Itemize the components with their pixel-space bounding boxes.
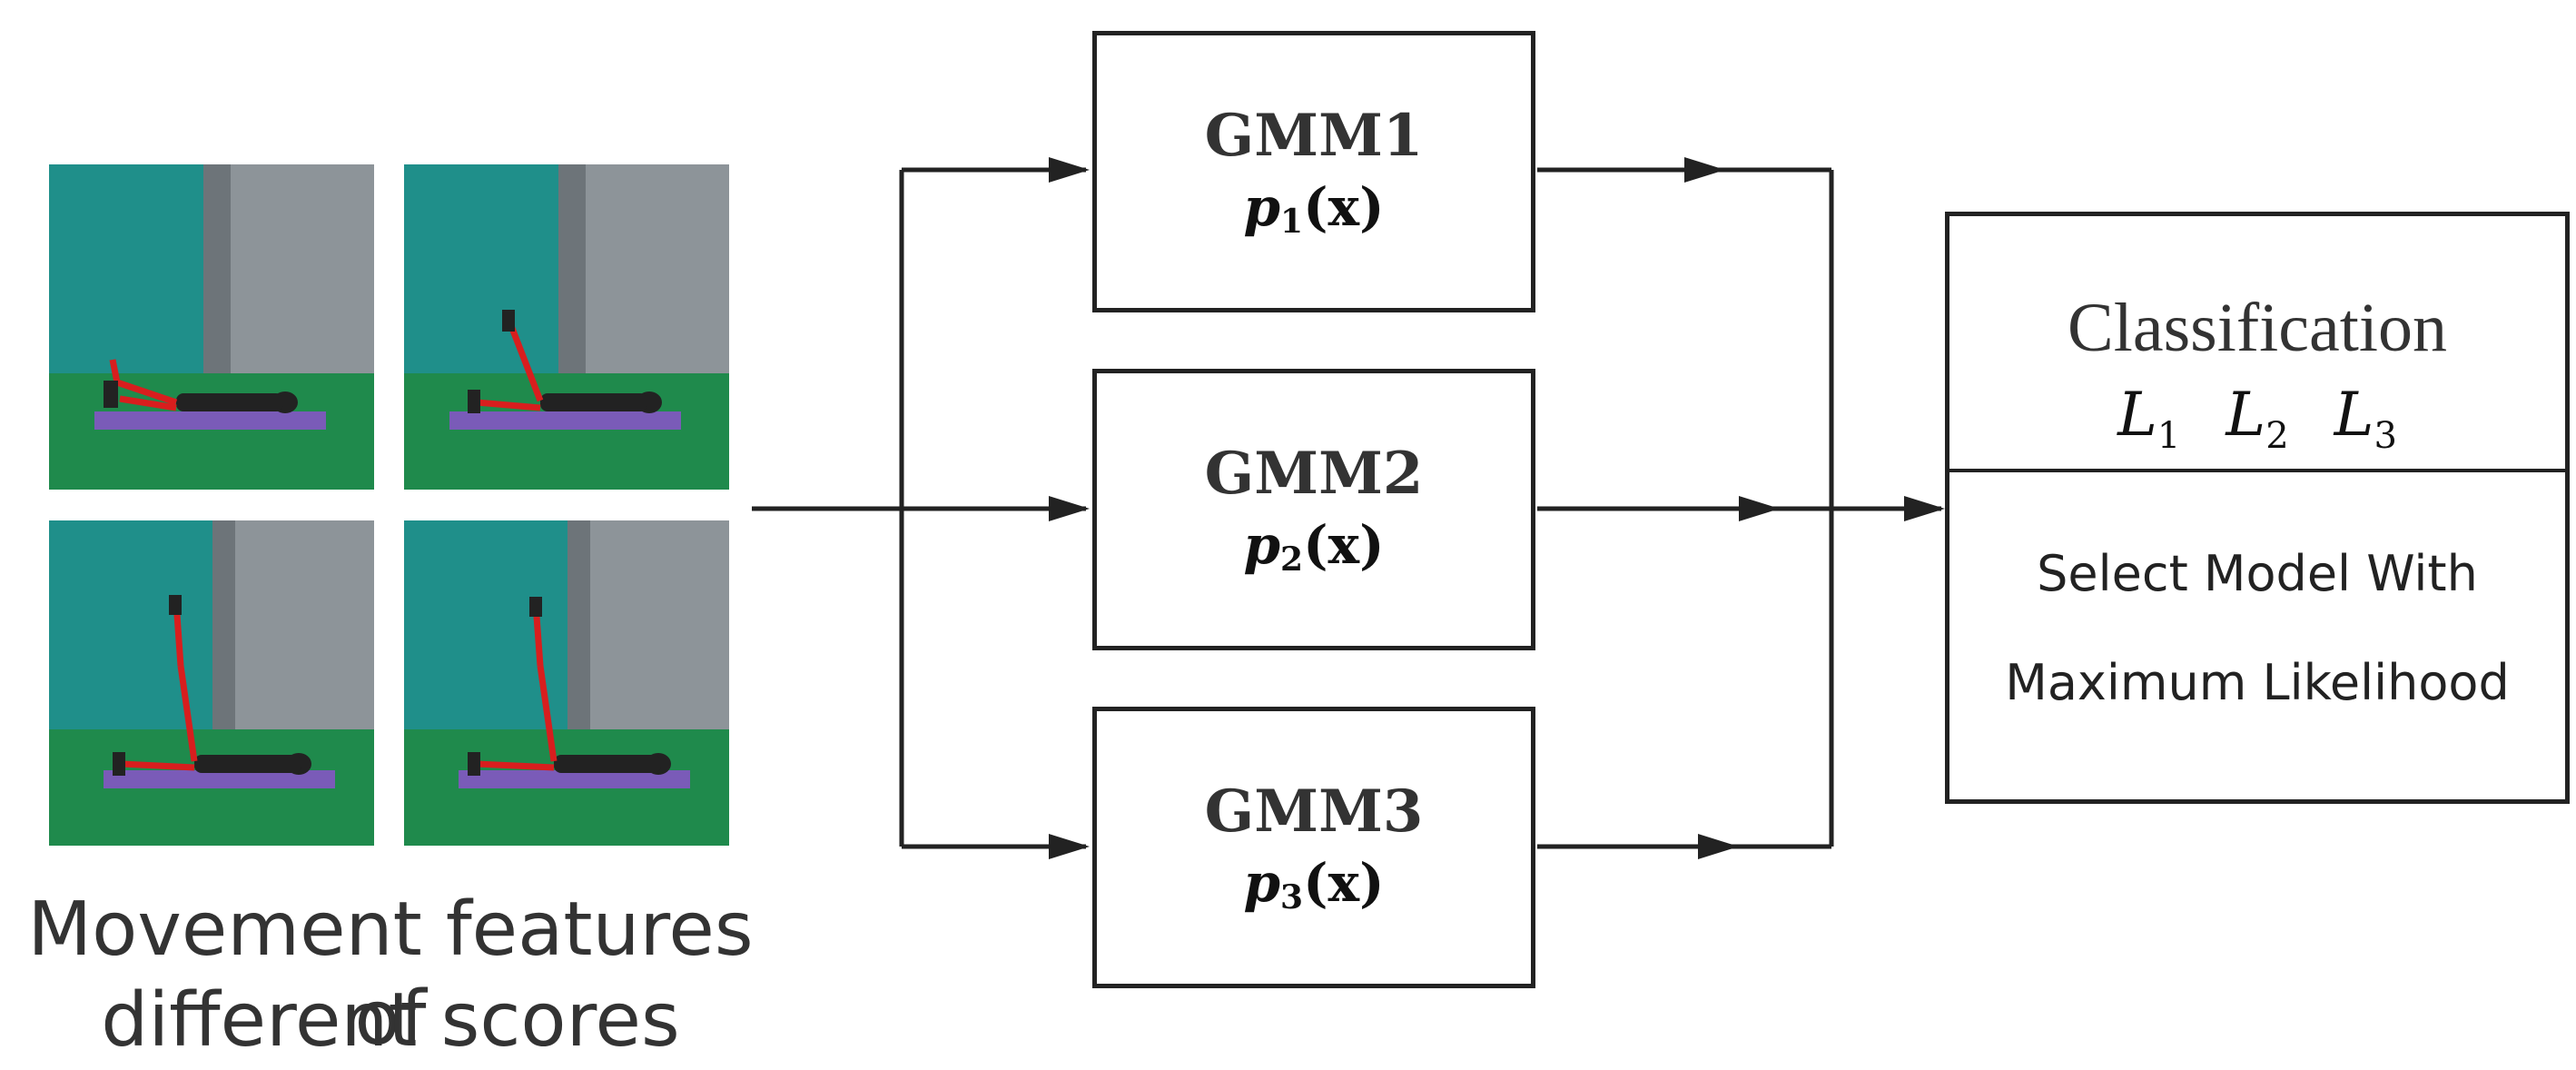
exercise-photo-1 [49,164,374,490]
class-labels: L1 L2 L3 [1949,380,2565,457]
gmm2-title: GMM2 [1204,440,1424,509]
classification-rule: Select Model With Maximum Likelihood [1949,472,2565,799]
classification-title: Classification [2068,290,2447,366]
exercise-photo-2 [404,164,729,490]
exercise-photo-4 [404,520,729,846]
label-L2: L2 [2226,380,2289,457]
classification-rule-line1: Select Model With [2037,545,2478,602]
exercise-photo-leg-raise-high-icon [49,520,374,846]
exercise-photo-3 [49,520,374,846]
arrowhead-gmm1-in [1049,157,1090,183]
classification-header: Classification L1 L2 L3 [1949,216,2565,472]
gmm2-formula: p2(x) [1243,514,1385,579]
classification-rule-line2: Maximum Likelihood [2005,654,2510,711]
arrowhead-gmm2-out [1739,496,1780,521]
classification-box: Classification L1 L2 L3 Select Model Wit… [1945,212,2570,804]
arrowhead-gmm3-out [1698,834,1739,859]
gmm3-box: GMM3 p3(x) [1092,707,1535,988]
images-caption-line1: Movement features of [27,887,754,1063]
gmm1-formula: p1(x) [1243,176,1385,241]
arrowhead-classification-in [1904,496,1945,521]
exercise-photo-leg-raise-mid-icon [404,164,729,490]
arrowhead-gmm3-in [1049,834,1090,859]
exercise-photo-leg-raise-high-alt-icon [404,520,729,846]
images-caption-line2: different scores [101,977,680,1064]
label-L1: L1 [2117,380,2181,457]
gmm3-title: GMM3 [1204,778,1424,847]
gmm2-box: GMM2 p2(x) [1092,369,1535,650]
gmm3-formula: p3(x) [1243,852,1385,916]
gmm1-title: GMM1 [1204,102,1424,171]
exercise-photo-leg-raise-low-icon [49,164,374,490]
gmm1-box: GMM1 p1(x) [1092,31,1535,312]
arrowhead-gmm2-in [1049,496,1090,521]
arrowhead-gmm1-out [1684,157,1725,183]
label-L3: L3 [2334,380,2397,457]
